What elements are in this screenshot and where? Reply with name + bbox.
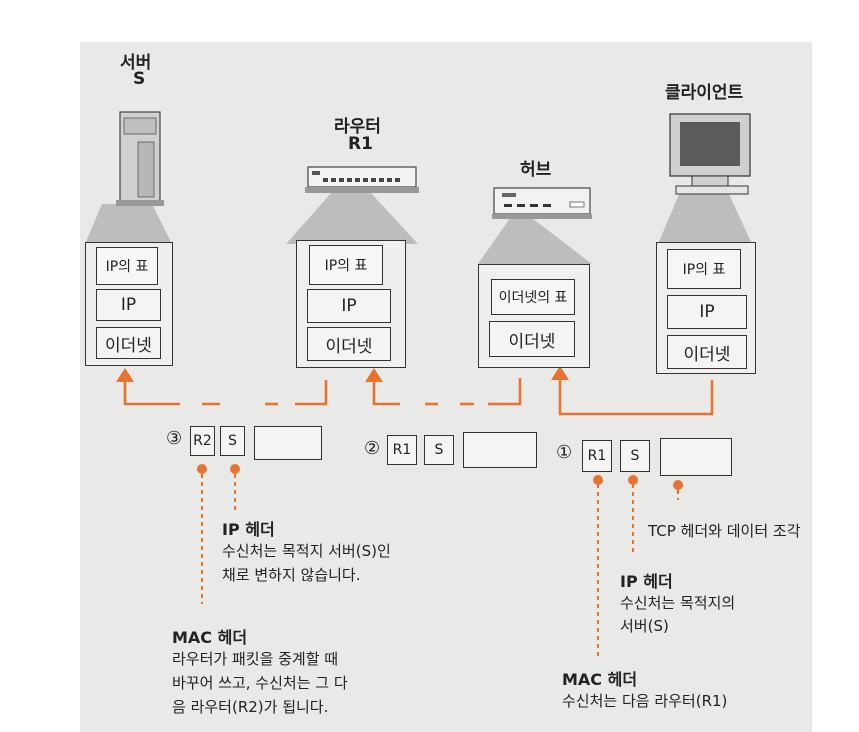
diagram-graphics xyxy=(85,111,752,660)
server-id: S xyxy=(133,69,146,89)
router-name: 라우터 xyxy=(334,117,381,137)
router-ip-layer: IP xyxy=(307,289,391,323)
router-icon xyxy=(305,166,419,193)
hub-cone xyxy=(478,218,592,264)
router-ethernet-layer: 이더넷 xyxy=(307,327,391,361)
step-1-marker: ① xyxy=(556,442,573,463)
packet-2-ip-header: S xyxy=(424,435,454,465)
router-ip-table: IP의 표 xyxy=(309,245,383,285)
server-stack: IP의 표 IP 이더넷 xyxy=(85,242,173,366)
hub-name: 허브 xyxy=(520,160,552,180)
hub-icon xyxy=(492,187,592,219)
packet-2-payload xyxy=(463,432,537,468)
ip-header-left-title: IP 헤더 xyxy=(222,520,275,539)
step-2-marker: ② xyxy=(364,438,381,459)
server-name: 서버 xyxy=(120,53,152,73)
router-id: R1 xyxy=(348,134,373,154)
client-stack: IP의 표 IP 이더넷 xyxy=(656,242,756,374)
leader-lines xyxy=(201,474,679,660)
leader-dots xyxy=(197,464,683,490)
tcp-annotation: TCP 헤더와 데이터 조각 xyxy=(648,522,801,540)
router-cone xyxy=(286,192,418,244)
ip-header-right-line2: 서버(S) xyxy=(620,617,669,635)
hub-stack: 이더넷의 표 이더넷 xyxy=(478,264,590,368)
router-stack: IP의 표 IP 이더넷 xyxy=(296,240,406,368)
client-ip-table: IP의 표 xyxy=(667,249,741,289)
packet-1-payload xyxy=(660,438,732,476)
mac-header-right-title: MAC 헤더 xyxy=(562,670,638,689)
ip-header-left-line2: 채로 변하지 않습니다. xyxy=(222,566,361,584)
step-3-marker: ③ xyxy=(166,428,183,449)
mac-header-left-title: MAC 헤더 xyxy=(172,628,248,647)
hub-ethernet-table: 이더넷의 표 xyxy=(491,279,575,315)
client-computer-icon xyxy=(669,113,751,195)
server-ip-layer: IP xyxy=(96,289,161,321)
ip-header-left-line1: 수신처는 목적지 서버(S)인 xyxy=(222,542,391,560)
server-ip-table: IP의 표 xyxy=(96,247,158,285)
packet-3-mac-header: R2 xyxy=(190,426,215,456)
mac-header-left-line2: 바꾸어 쓰고, 수신처는 그 다 xyxy=(172,674,348,692)
route-lines xyxy=(123,378,714,416)
packet-3-payload xyxy=(254,426,322,460)
client-cone xyxy=(658,192,752,244)
diagram-page: 서버 S 라우터 R1 허브 클라이언트 IP의 표 IP 이더넷 IP의 표 … xyxy=(80,42,812,732)
mac-header-left-line1: 라우터가 패킷을 중계할 때 xyxy=(172,650,339,668)
hub-ethernet-layer: 이더넷 xyxy=(489,321,575,357)
server-cone xyxy=(85,204,172,244)
client-name: 클라이언트 xyxy=(665,83,744,103)
route-arrowheads xyxy=(116,366,569,382)
mac-header-right-line1: 수신처는 다음 라우터(R1) xyxy=(562,692,728,710)
ip-header-right-title: IP 헤더 xyxy=(620,572,673,591)
packet-2-mac-header: R1 xyxy=(387,435,417,465)
packet-1-mac-header: R1 xyxy=(582,440,612,472)
server-ethernet-layer: 이더넷 xyxy=(96,327,161,359)
packet-3-ip-header: S xyxy=(220,426,245,456)
ip-header-right-line1: 수신처는 목적지의 xyxy=(620,594,736,612)
server-icon xyxy=(116,111,164,206)
packet-1-ip-header: S xyxy=(620,440,650,472)
mac-header-left-line3: 음 라우터(R2)가 됩니다. xyxy=(172,698,329,716)
client-ethernet-layer: 이더넷 xyxy=(667,335,747,369)
client-ip-layer: IP xyxy=(667,295,747,329)
